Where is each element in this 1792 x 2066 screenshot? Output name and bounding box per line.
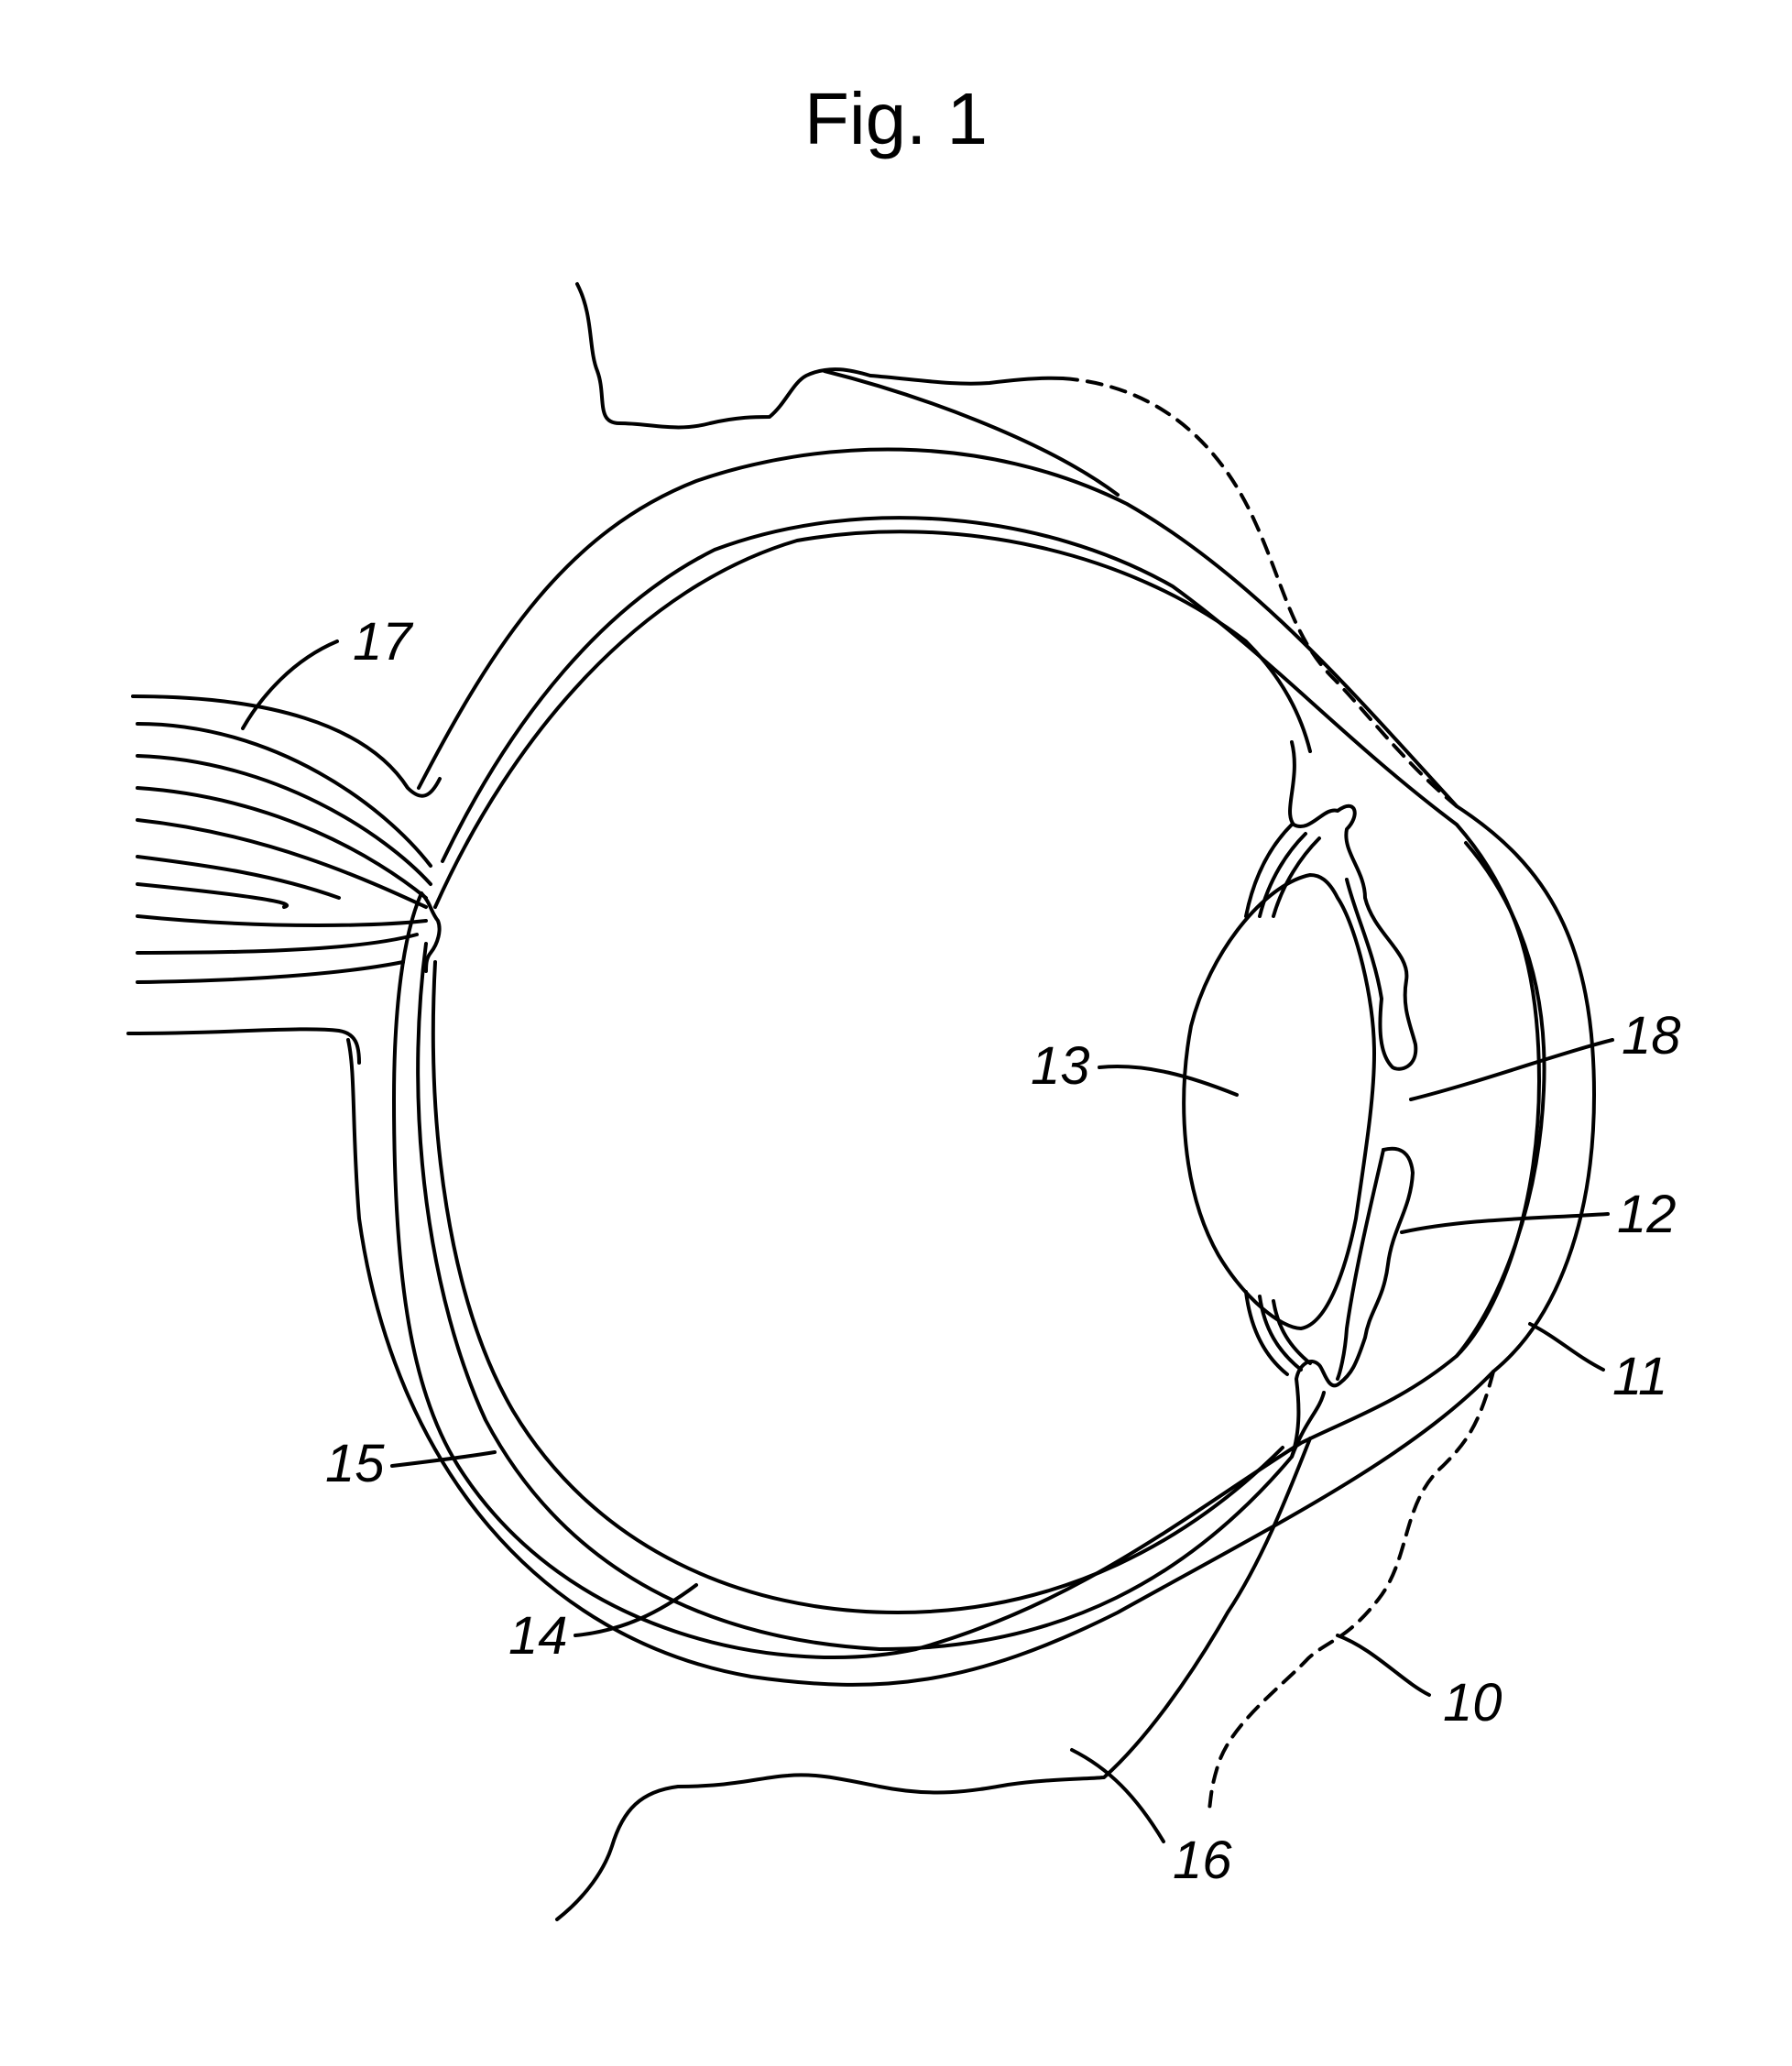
label-14: 14	[508, 1606, 568, 1666]
leader-17	[241, 639, 339, 730]
optic-disc	[420, 891, 442, 973]
leader-15	[390, 1450, 497, 1468]
optic-nerve-fiber	[136, 754, 432, 886]
sclera-outer-contour	[346, 447, 1596, 1687]
iris-upper	[1288, 740, 1418, 1071]
iris-lower-inner	[1336, 1148, 1385, 1381]
leader-16	[1070, 1748, 1165, 1843]
leader-14	[574, 1583, 698, 1637]
leader-12	[1400, 1212, 1610, 1234]
optic-nerve-fiber	[136, 786, 428, 900]
ciliary-fiber-lower	[1258, 1295, 1303, 1372]
sclera-inner-contour	[392, 516, 1541, 1659]
lower-skin-contour	[555, 1437, 1312, 1921]
label-12: 12	[1617, 1185, 1677, 1244]
figure-title: Fig. 1	[803, 78, 989, 159]
optic-nerve-sheath-upper	[131, 694, 442, 798]
label-13: 13	[1031, 1036, 1090, 1096]
optic-nerve-fiber	[136, 882, 289, 909]
leader-11	[1528, 1322, 1605, 1372]
optic-nerve-fiber	[136, 933, 419, 955]
optic-nerve-fiber	[136, 914, 428, 927]
label-15: 15	[325, 1434, 385, 1493]
optic-nerve-fiber	[136, 818, 428, 909]
retina-bottom-contour	[431, 960, 1284, 1614]
retina-outer-contour	[416, 942, 1326, 1651]
ciliary-fiber-upper	[1244, 823, 1294, 918]
label-18: 18	[1622, 1006, 1681, 1066]
optic-nerve-fiber	[136, 722, 432, 868]
optic-nerve-sheath-lower	[126, 1027, 361, 1065]
ciliary-fiber-upper	[1258, 832, 1307, 918]
eyelid-outline-lower	[1207, 1370, 1495, 1811]
eyelid-outline-upper	[1061, 377, 1459, 808]
label-16: 16	[1173, 1831, 1232, 1890]
label-17: 17	[353, 612, 414, 672]
leader-10	[1336, 1634, 1431, 1697]
leader-13	[1098, 1065, 1239, 1097]
ciliary-fiber-lower	[1272, 1299, 1312, 1365]
label-11: 11	[1612, 1347, 1667, 1406]
ciliary-fiber-lower	[1244, 1290, 1289, 1376]
upper-brow-contour	[575, 282, 1065, 430]
optic-nerve-fiber	[136, 855, 341, 900]
lens	[1182, 873, 1376, 1330]
upper-eyelid-line	[823, 369, 1120, 497]
iris-lower	[1290, 1146, 1415, 1459]
optic-nerve-fiber	[136, 960, 405, 984]
label-10: 10	[1443, 1673, 1502, 1733]
ciliary-fiber-upper	[1272, 836, 1321, 918]
leader-18	[1409, 1038, 1614, 1101]
cornea-inner	[1455, 841, 1546, 1358]
retina-inner-contour	[433, 530, 1312, 909]
